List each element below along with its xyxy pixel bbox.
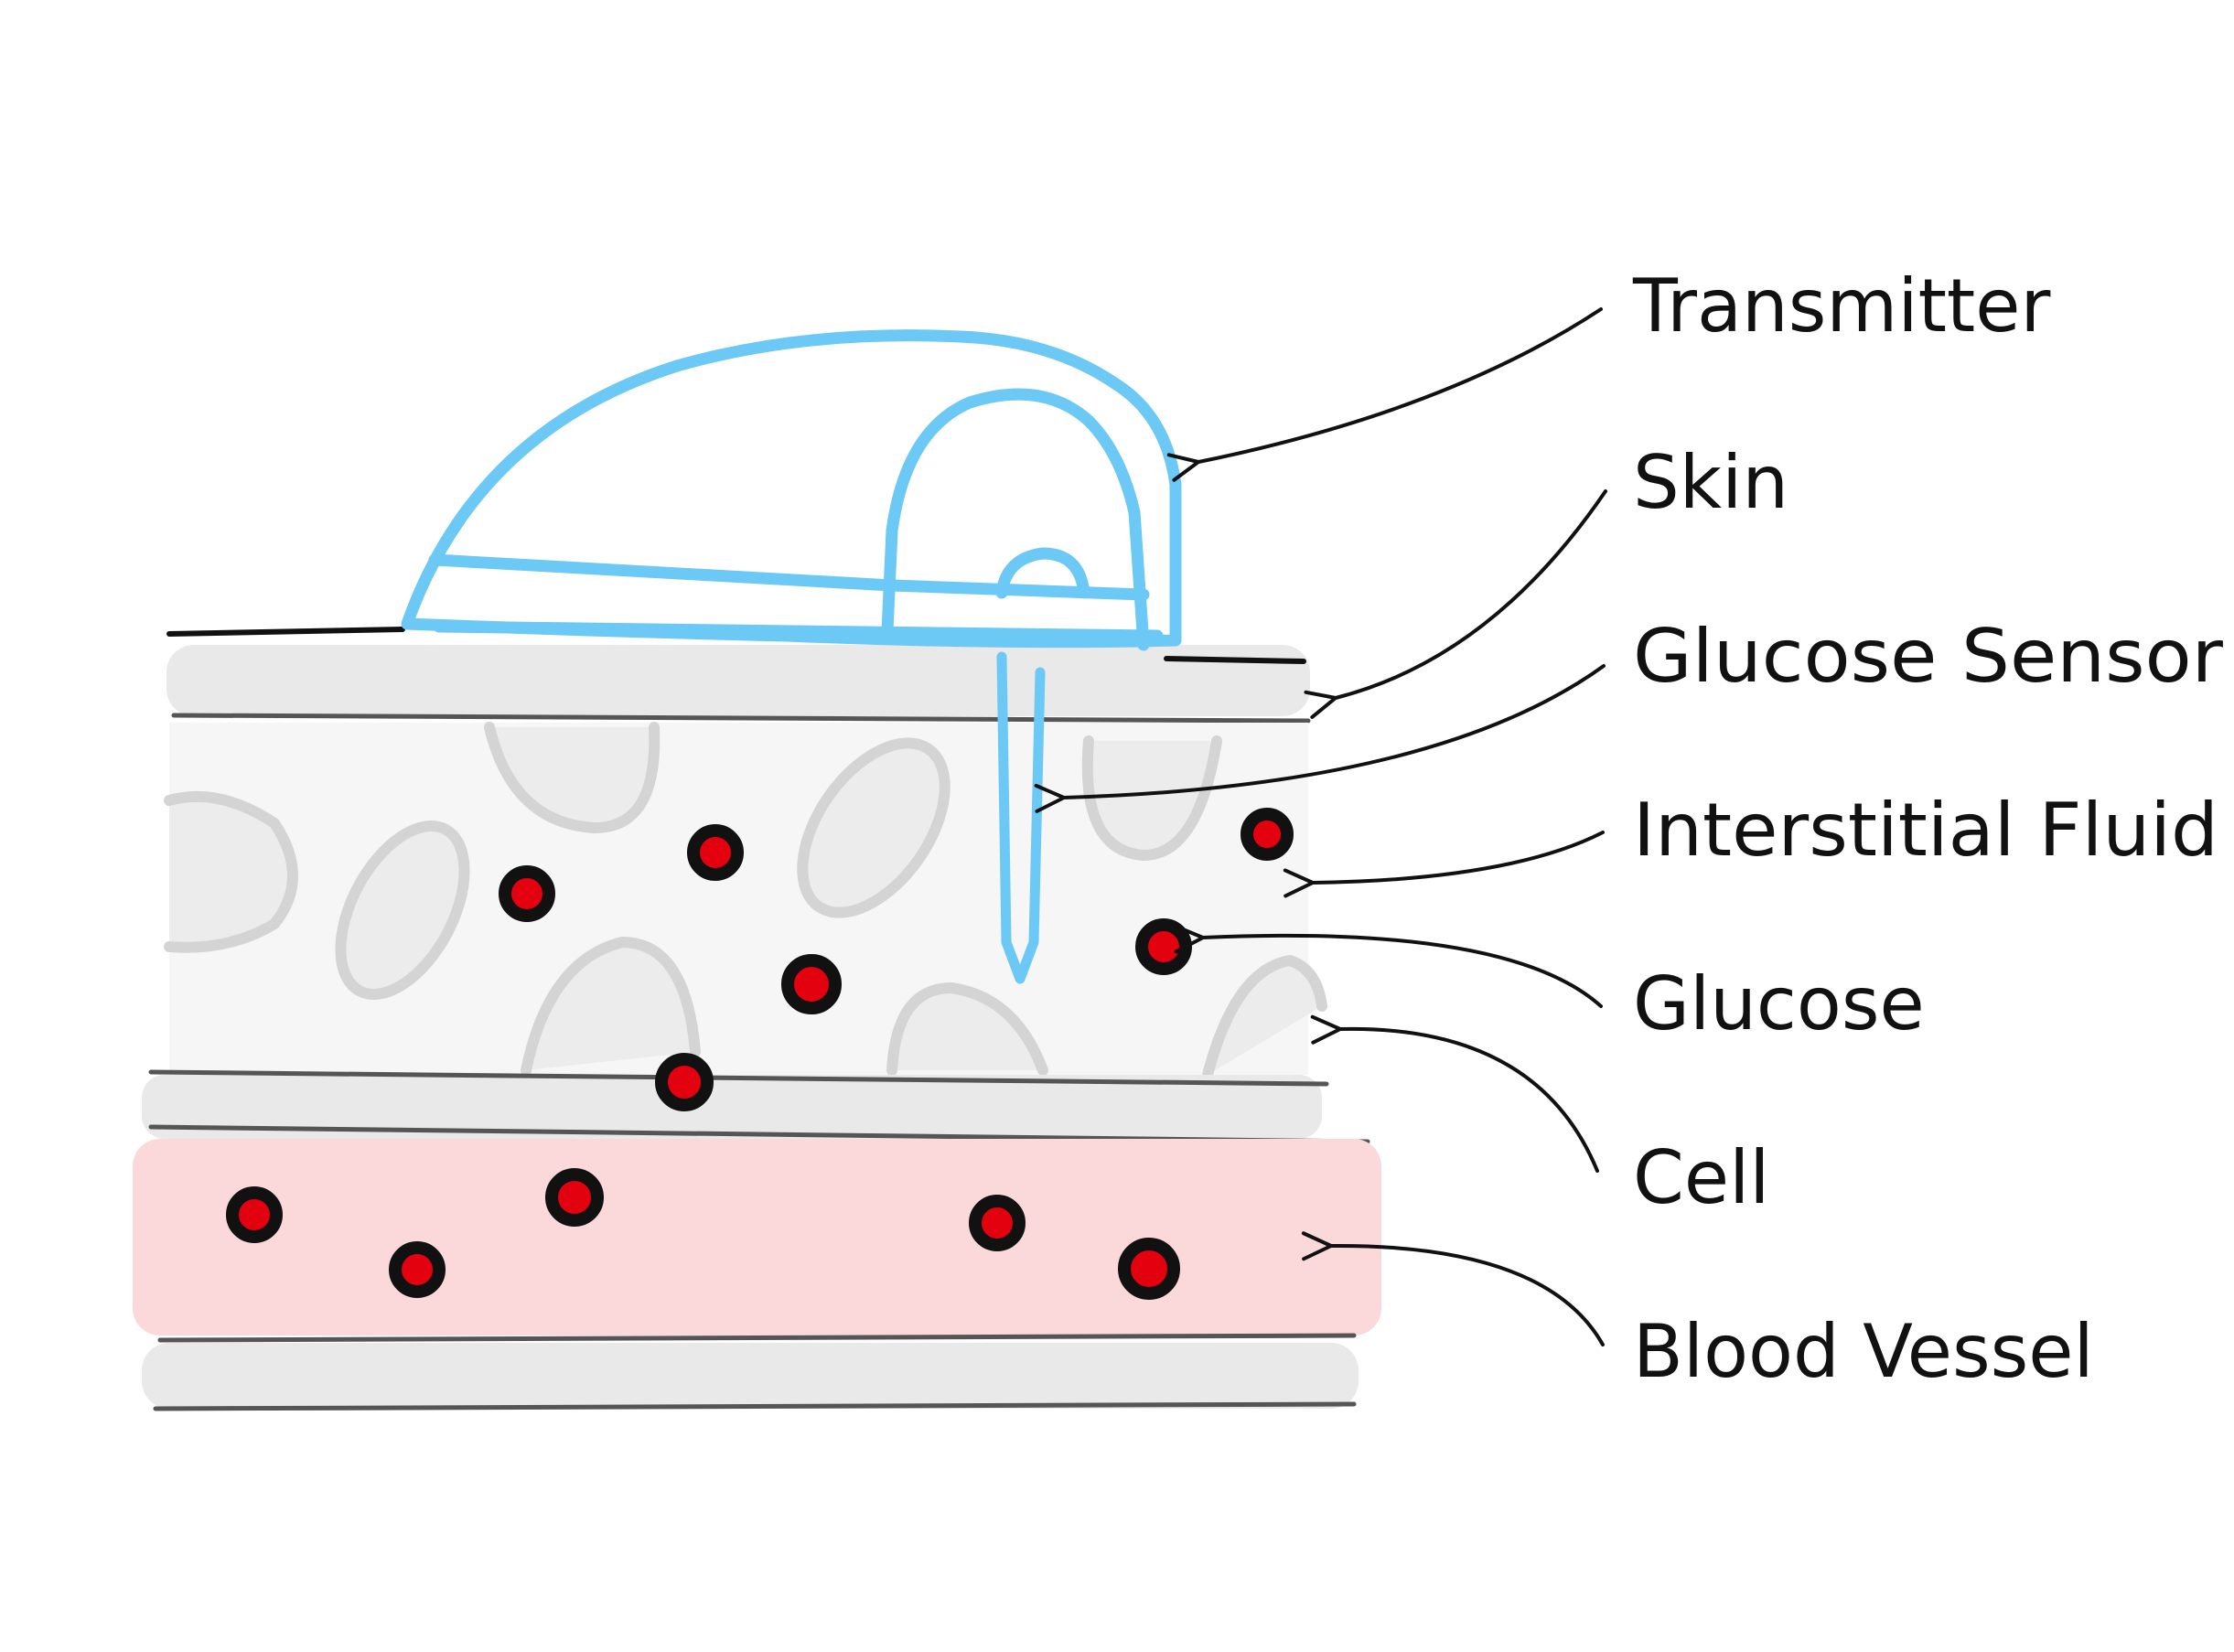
label-interstitial-fluid: Interstitial Fluid (1633, 788, 2218, 873)
label-transmitter: Transmitter (1632, 263, 2051, 349)
glucose-molecule (499, 865, 555, 922)
glucose-molecule (545, 1168, 604, 1227)
cell (886, 982, 1048, 1076)
cell (164, 790, 298, 953)
cell (335, 821, 470, 1000)
arrow-skin (1304, 489, 1607, 719)
arrow-blood-vessel (1301, 1231, 1605, 1346)
cell (1202, 954, 1327, 1080)
cell (797, 737, 951, 918)
skin-layer (166, 627, 1311, 724)
arrow-cell (1310, 1014, 1599, 1173)
label-skin: Skin (1633, 440, 1788, 525)
glucose-molecule (687, 824, 744, 881)
label-blood-vessel: Blood Vessel (1633, 1309, 2094, 1394)
label-cell: Cell (1633, 1135, 1770, 1220)
labels: Transmitter Skin Glucose Sensor Intersti… (1632, 263, 2223, 1394)
cell (521, 936, 701, 1076)
glucose-molecule (655, 1053, 714, 1111)
tissue-band-upper (142, 1069, 1370, 1144)
tissue-band-lower (142, 1343, 1359, 1411)
arrow-glucose-sensor (1034, 664, 1606, 813)
glucose-molecule (389, 1241, 446, 1298)
glucose-sensor (996, 651, 1046, 984)
blood-vessel (133, 1139, 1381, 1343)
arrow-glucose (1173, 924, 1603, 1008)
cell (1081, 735, 1222, 862)
glucose-molecule (1241, 808, 1294, 861)
transmitter (401, 329, 1182, 651)
label-glucose: Glucose (1633, 961, 1925, 1046)
cells (164, 722, 1327, 1080)
label-glucose-sensor: Glucose Sensor (1633, 614, 2223, 699)
glucose-molecule (969, 1195, 1026, 1251)
cell (484, 722, 661, 834)
glucose-molecule (1118, 1238, 1180, 1300)
glucose-molecules (226, 808, 1294, 1300)
leader-arrows (1034, 307, 1607, 1346)
glucose-molecule (781, 954, 842, 1014)
glucose-molecule (226, 1186, 283, 1243)
arrow-transmitter (1166, 307, 1603, 482)
glucose-molecule (1135, 918, 1192, 975)
arrow-interstitial-fluid (1283, 831, 1605, 898)
